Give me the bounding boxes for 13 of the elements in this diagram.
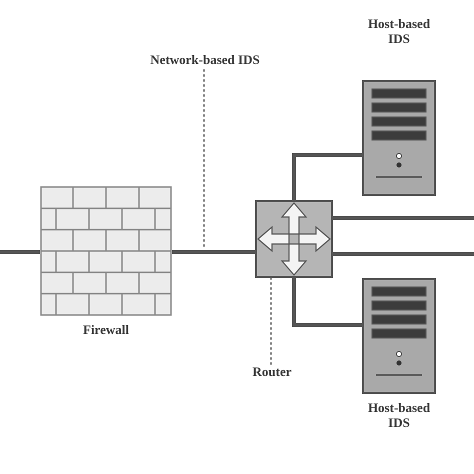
cable-line [292, 278, 362, 327]
cable-line [0, 250, 40, 254]
leader-line [270, 277, 272, 365]
cable-line [172, 250, 255, 254]
node-label: Router [252, 364, 292, 379]
node-label: Host-based IDS [366, 16, 432, 46]
cable-line [333, 252, 474, 256]
node-label: Network-based IDS [149, 52, 261, 67]
node-label: Host-based IDS [366, 400, 432, 430]
node-label: Firewall [82, 322, 130, 337]
cable-line [292, 153, 362, 200]
cable-line [333, 216, 474, 220]
leader-line [203, 69, 205, 249]
